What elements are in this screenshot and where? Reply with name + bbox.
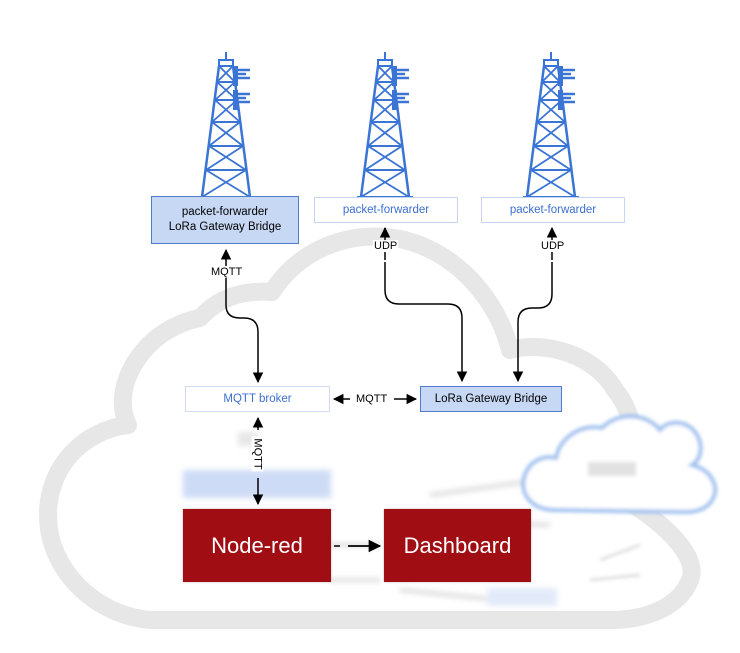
packet-forwarder-box-mid: packet-forwarder — [314, 197, 458, 223]
lora-gateway-bridge-box: LoRa Gateway Bridge — [420, 386, 562, 412]
gateway-bridge-line2: LoRa Gateway Bridge — [168, 221, 282, 233]
mqtt-label-vertical: MQTT — [251, 436, 264, 472]
dashboard-box: Dashboard — [384, 509, 531, 582]
cell-tower-icon — [355, 50, 415, 199]
packet-forwarder-label: packet-forwarder — [342, 204, 430, 216]
mqtt-label-left: MQTT — [210, 266, 244, 278]
udp-label-mid: UDP — [373, 240, 399, 252]
gateway-bridge-box-left: packet-forwarder LoRa Gateway Bridge — [151, 196, 299, 244]
mqtt-label-horizontal: MQTT — [355, 393, 389, 405]
gateway-bridge-line1: packet-forwarder — [181, 206, 269, 218]
udp-label-right: UDP — [540, 240, 566, 252]
dashboard-label: Dashboard — [403, 532, 512, 558]
packet-forwarder-box-right: packet-forwarder — [481, 197, 625, 223]
node-red-label: Node-red — [211, 532, 303, 558]
cell-tower-icon — [521, 50, 581, 199]
cell-tower-icon — [196, 50, 256, 199]
node-red-box: Node-red — [183, 509, 331, 582]
mqtt-broker-label: MQTT broker — [223, 393, 292, 405]
lora-gateway-bridge-label: LoRa Gateway Bridge — [434, 392, 548, 405]
packet-forwarder-label: packet-forwarder — [509, 204, 597, 216]
mqtt-broker-box: MQTT broker — [185, 386, 330, 412]
